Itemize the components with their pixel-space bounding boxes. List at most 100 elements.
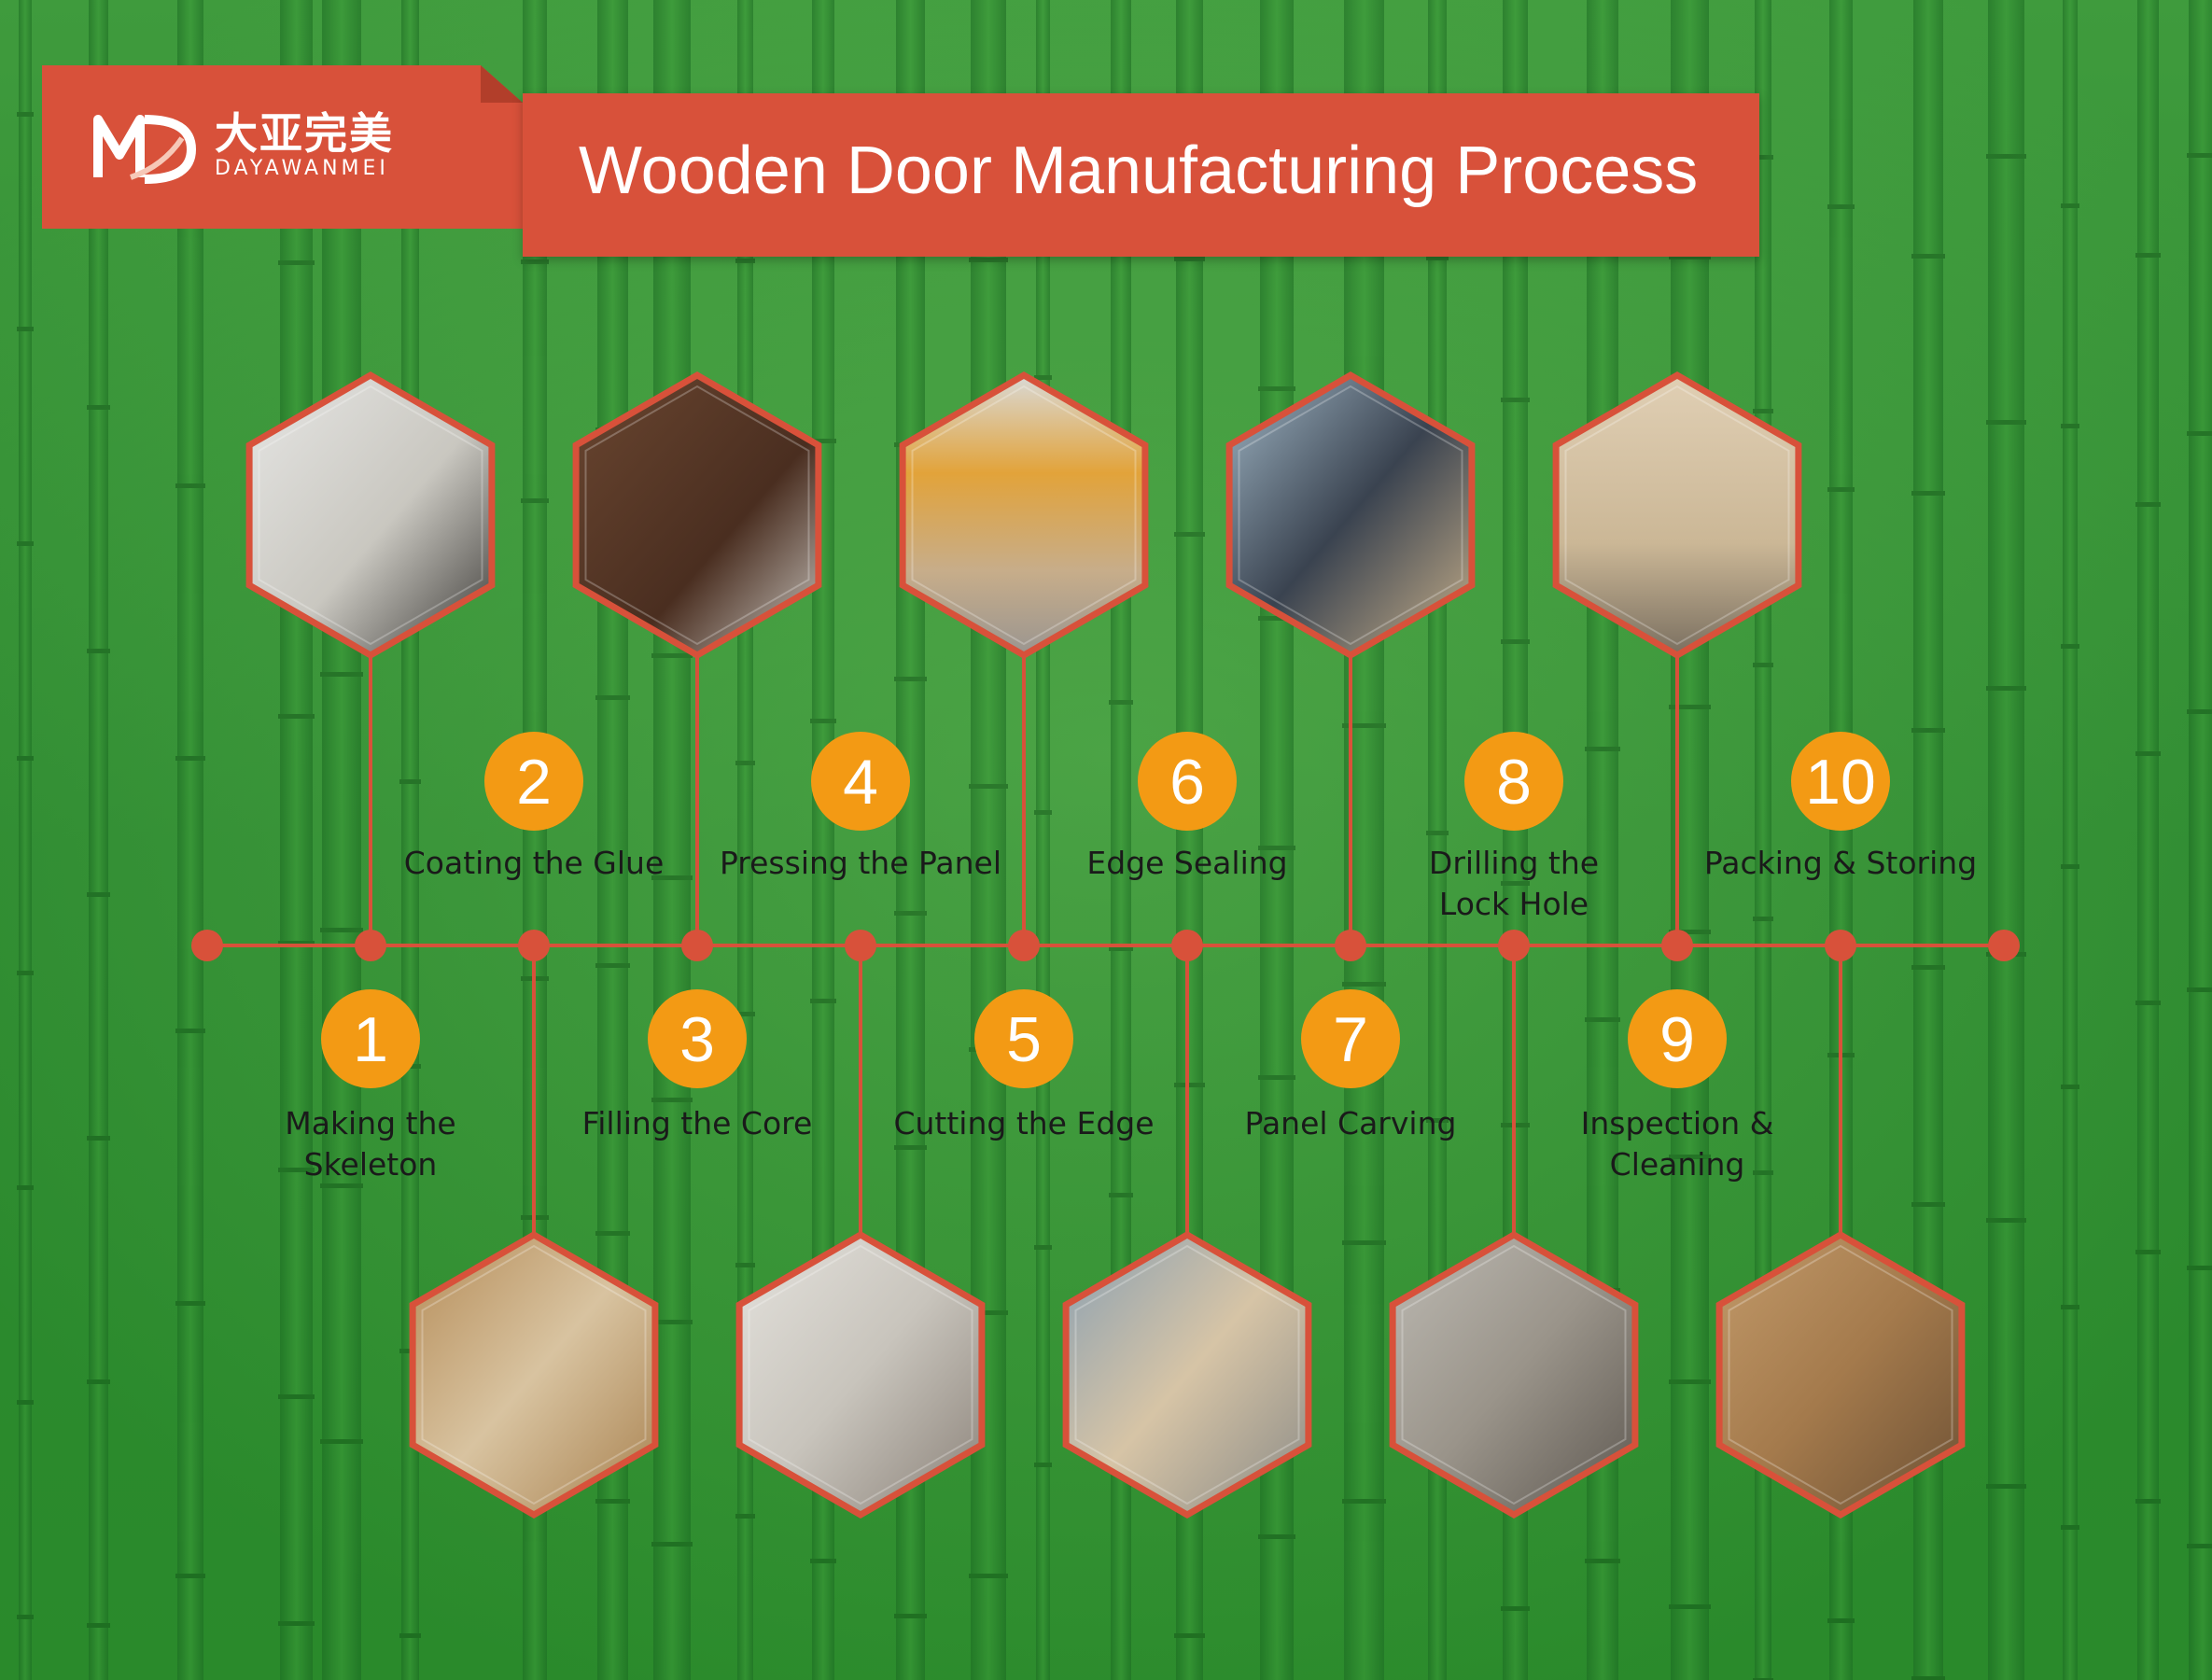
bamboo-node [87,1379,110,1384]
step-1-badge: 1 [321,989,420,1088]
bamboo-stalk [2063,0,2078,1680]
bamboo-node [17,971,34,975]
bamboo-node [2187,153,2212,158]
page-title: Wooden Door Manufacturing Process [579,133,1699,208]
hot-press-machine-photo [899,371,1149,660]
bamboo-node [810,1559,836,1563]
bamboo-node [2135,1250,2161,1254]
bamboo-node [1986,1218,2026,1223]
bamboo-node [1753,1170,1773,1175]
step-5-number: 5 [1006,1004,1042,1075]
bamboo-node [1342,1499,1386,1504]
bamboo-node [278,714,315,719]
bamboo-node [320,1439,363,1444]
bamboo-stalk [2189,0,2212,1680]
bamboo-node [278,1621,315,1626]
bamboo-node [1753,663,1773,667]
bamboo-node [87,405,110,410]
bamboo-node [2135,1499,2161,1504]
dark-veneer-panel-photo [572,371,822,660]
bamboo-node [651,1098,693,1102]
bamboo-node [1342,723,1386,728]
bamboo-node [1174,257,1205,261]
bamboo-stalk [19,0,32,1680]
bamboo-node [320,672,363,677]
logo-english-name: DAYAWANMEI [215,157,389,180]
bamboo-node [1986,420,2026,425]
glued-core-strips-photo [409,1230,659,1519]
bamboo-node [1174,1633,1205,1638]
stacked-door-panels-photo [1389,1230,1639,1519]
step-10-label: Packing & Storing [1703,845,1978,881]
bamboo-node [278,1168,315,1172]
bamboo-node [2135,253,2161,258]
bamboo-node [17,1615,34,1619]
step-7-number: 7 [1333,1004,1368,1075]
bamboo-node [2187,987,2212,992]
bamboo-node [1986,1484,2026,1489]
bamboo-node [2061,1525,2079,1530]
bamboo-node [1753,917,1773,921]
bamboo-node [1911,254,1945,259]
step-6-number: 6 [1169,747,1205,818]
bamboo-node [651,653,693,658]
bamboo-node [735,1012,755,1016]
dayawanmei-logo-icon [93,115,196,184]
bamboo-node [1426,831,1449,835]
bamboo-node [2135,1001,2161,1005]
timeline-dot [1008,930,1040,961]
bamboo-node [810,719,836,723]
bamboo-node [175,483,205,488]
bamboo-node [2061,1085,2079,1089]
step-8-number: 8 [1496,747,1532,818]
panel-saw-machine-photo [735,1230,986,1519]
drilled-lock-holes-photo [1552,371,1802,660]
cnc-router-photo [1062,1230,1312,1519]
bamboo-node [1669,255,1711,259]
bamboo-stalk [653,0,691,1680]
bamboo-node [1585,747,1620,751]
bamboo-node [17,1185,34,1190]
bamboo-node [2061,424,2079,428]
bamboo-node [1986,686,2026,691]
bamboo-node [175,1301,205,1306]
step-2-label: Coating the Glue [403,845,665,881]
bamboo-node [1669,705,1711,709]
timeline-dot [681,930,713,961]
bamboo-node [894,677,927,681]
title-banner [523,93,1759,257]
step-6-badge: 6 [1138,732,1237,831]
bamboo-node [2187,709,2212,714]
bamboo-node [651,1542,693,1547]
timeline-dot [191,930,223,961]
bamboo-node [87,649,110,653]
bamboo-node [521,259,549,264]
bamboo-node [595,963,630,968]
bamboo-node [87,1623,110,1628]
bamboo-node [87,1136,110,1141]
bamboo-node [810,999,836,1003]
bamboo-node [651,875,693,880]
bamboo-node [1501,398,1530,402]
timeline-dot [1498,930,1530,961]
bamboo-node [894,911,927,916]
bamboo-node [1258,1534,1295,1539]
bamboo-node [1827,1618,1855,1623]
packed-door-boxes-photo [1715,1230,1966,1519]
bamboo-node [1258,386,1295,391]
bamboo-node [1986,154,2026,159]
bamboo-node [17,112,34,117]
bamboo-stalk [177,0,203,1680]
timeline-dot [518,930,550,961]
bamboo-node [2061,644,2079,649]
step-3-number: 3 [679,1004,715,1075]
bamboo-stalk [1111,0,1131,1680]
bamboo-node [87,892,110,897]
bamboo-node [320,1183,363,1188]
bamboo-node [1827,204,1855,209]
bamboo-stalk [322,0,361,1680]
bamboo-node [278,260,315,265]
bamboo-node [735,1263,755,1267]
step-3-badge: 3 [648,989,747,1088]
